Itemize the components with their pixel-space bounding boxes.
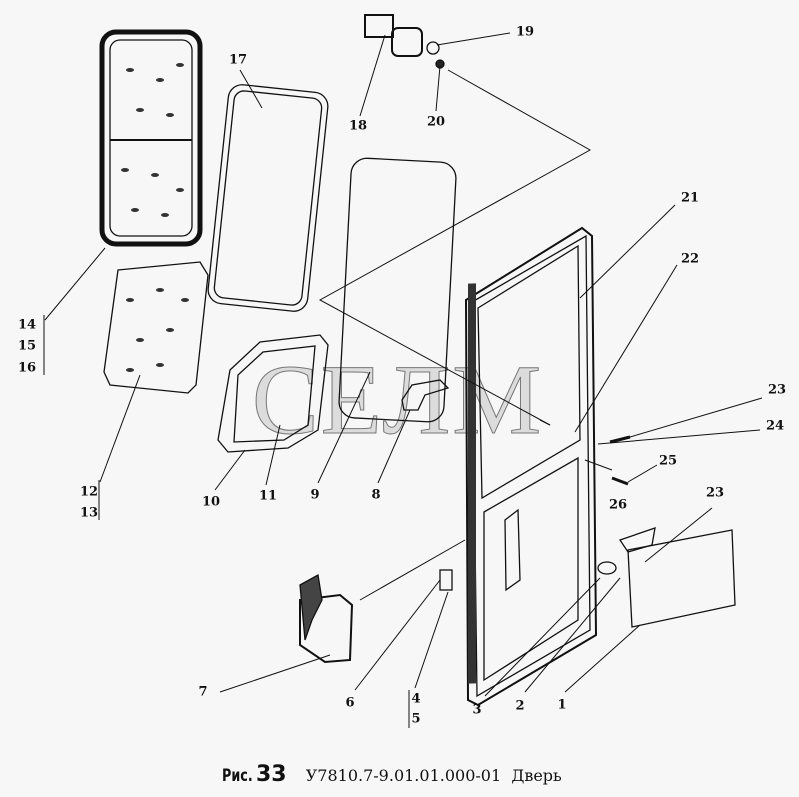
part-label-22: 22 bbox=[680, 251, 700, 267]
part-label-11: 11 bbox=[258, 488, 278, 504]
bolt-part-23 bbox=[609, 435, 631, 444]
glass-part-9 bbox=[338, 157, 457, 423]
part-label-16: 16 bbox=[17, 360, 37, 376]
seal-part-10 bbox=[217, 334, 329, 453]
seal-part-17 bbox=[207, 84, 329, 312]
part-label-10: 10 bbox=[201, 494, 221, 510]
part-label-25: 25 bbox=[658, 453, 678, 469]
part-code: У7810.7-9.01.01.000-01 bbox=[305, 766, 502, 785]
handle-part-8 bbox=[401, 379, 450, 411]
part-label-2: 2 bbox=[515, 698, 525, 714]
screw-part-25 bbox=[611, 476, 629, 486]
lock-part-18 bbox=[364, 14, 445, 69]
part-label-6: 6 bbox=[345, 695, 355, 711]
door-frame-part-21 bbox=[464, 226, 598, 707]
window-frame-part-14 bbox=[99, 29, 203, 247]
part-label-24: 24 bbox=[765, 418, 785, 434]
part-label-14: 14 bbox=[17, 317, 37, 333]
part-label-13: 13 bbox=[79, 505, 99, 521]
part-label-19: 19 bbox=[515, 24, 535, 40]
part-label-18: 18 bbox=[348, 118, 368, 134]
handle-part-23 bbox=[618, 527, 656, 553]
part-label-9: 9 bbox=[310, 487, 320, 503]
part-label-26: 26 bbox=[608, 497, 628, 513]
part-label-15: 15 bbox=[17, 338, 37, 354]
watermark: СЕЛМ bbox=[251, 344, 544, 455]
part-label-4: 4 bbox=[411, 691, 421, 707]
part-label-23-lower: 23 bbox=[705, 485, 725, 501]
glass-part-12 bbox=[103, 261, 209, 394]
part-label-12: 12 bbox=[79, 484, 99, 500]
part-label-5: 5 bbox=[411, 711, 421, 727]
panel-part-1 bbox=[627, 529, 736, 628]
part-label-3: 3 bbox=[472, 702, 482, 718]
part-label-8: 8 bbox=[371, 487, 381, 503]
part-label-20: 20 bbox=[426, 114, 446, 130]
part-label-1: 1 bbox=[557, 697, 567, 713]
latch-part-4 bbox=[439, 569, 453, 591]
part-label-21: 21 bbox=[680, 190, 700, 206]
part-label-7: 7 bbox=[198, 684, 208, 700]
part-label-23: 23 bbox=[767, 382, 787, 398]
figure-number: 33 bbox=[256, 762, 287, 787]
figure-caption: Рис. 33 У7810.7-9.01.01.000-01 Дверь bbox=[222, 762, 562, 787]
figure-prefix: Рис. bbox=[222, 766, 253, 786]
part-label-17: 17 bbox=[228, 52, 248, 68]
figure-title: Дверь bbox=[511, 766, 562, 785]
bushing-part-3 bbox=[597, 561, 617, 575]
